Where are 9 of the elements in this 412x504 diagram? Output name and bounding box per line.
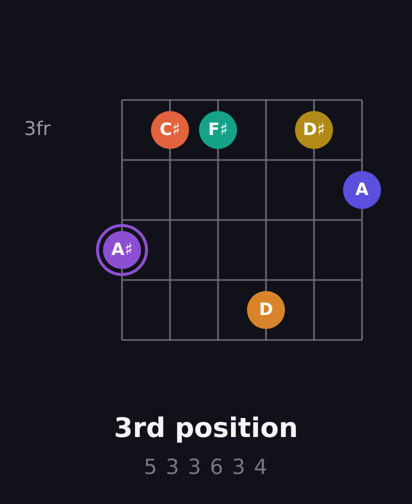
fret-number: 3fr xyxy=(24,118,51,141)
note-marker: C♯ xyxy=(151,111,189,149)
note-marker: F♯ xyxy=(199,111,237,149)
fingering: 5 3 3 6 3 4 xyxy=(144,455,268,480)
note-marker: D♯ xyxy=(295,111,333,149)
note-marker: D xyxy=(247,291,285,329)
root-note-marker: A♯ xyxy=(96,224,148,276)
note-marker: A xyxy=(343,171,381,209)
title: 3rd position xyxy=(113,412,299,446)
